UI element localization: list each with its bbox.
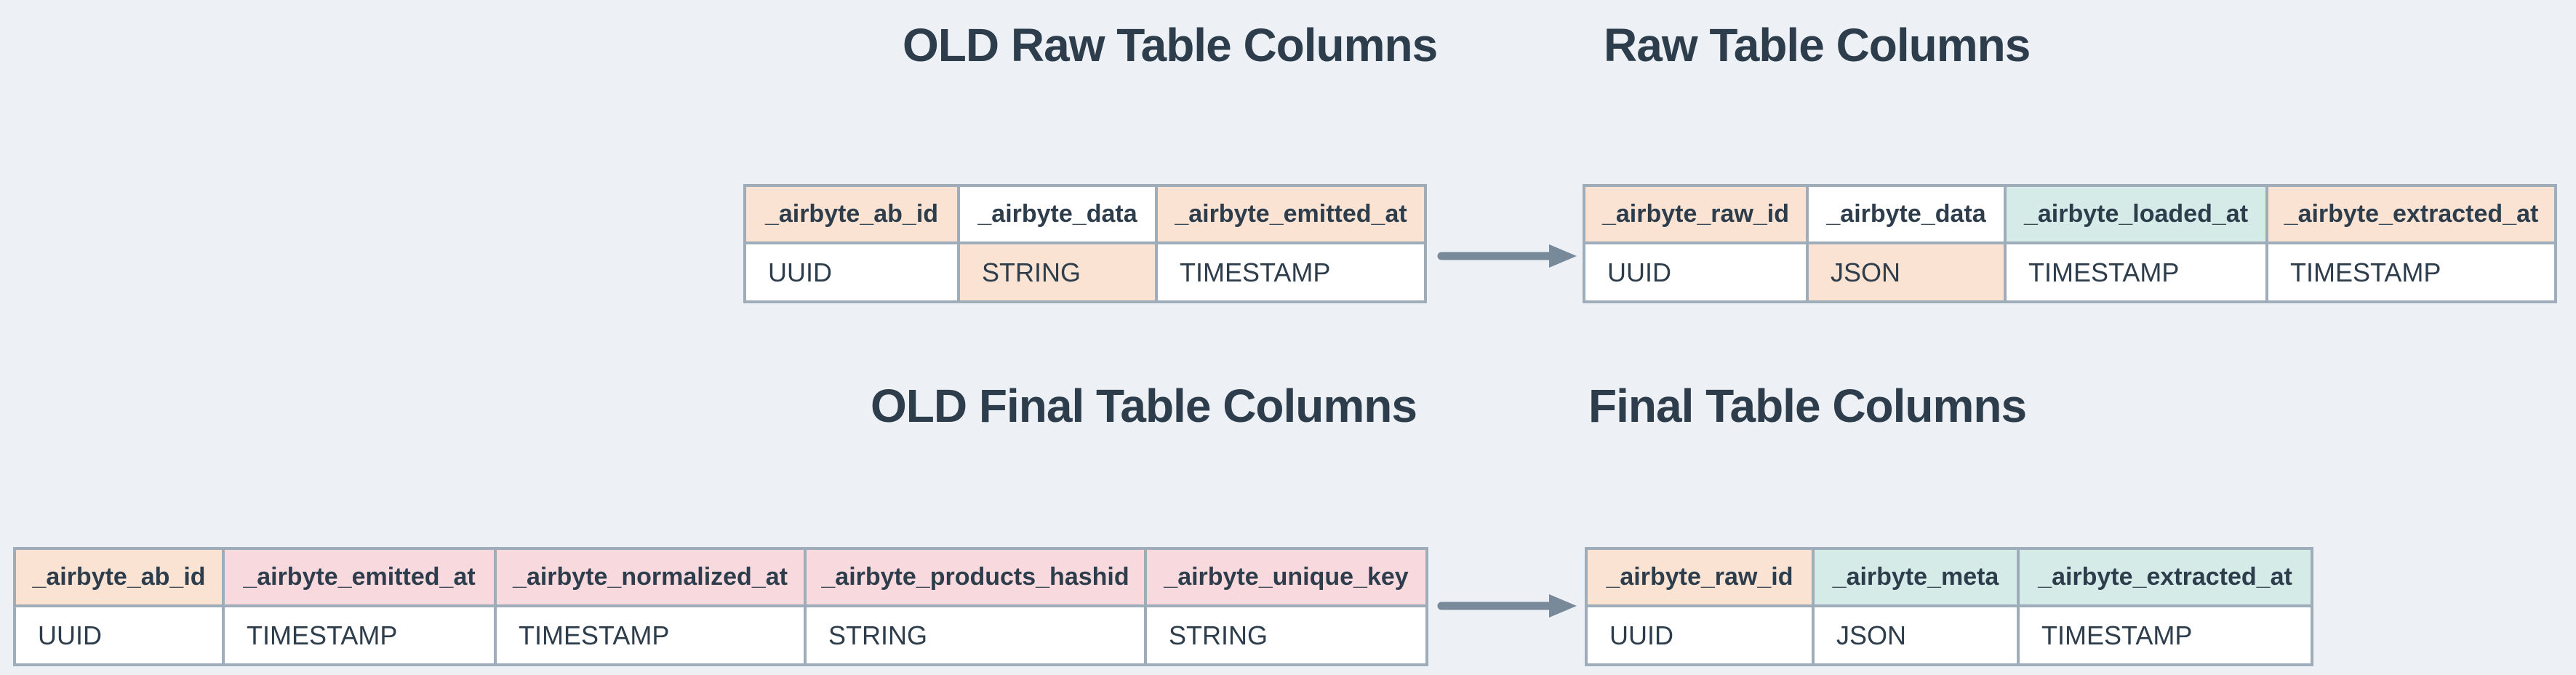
column-type-cell: UUID: [746, 244, 957, 300]
new-raw-table-title: Raw Table Columns: [1604, 19, 2031, 71]
column-type-cell: JSON: [1815, 607, 2017, 663]
column-name-cell: _airbyte_data: [960, 187, 1155, 241]
table-header-row: _airbyte_ab_id_airbyte_emitted_at_airbyt…: [16, 550, 1425, 604]
column-name-cell: _airbyte_extracted_at: [2268, 187, 2554, 241]
column-type-cell: STRING: [807, 607, 1144, 663]
column-name-cell: _airbyte_raw_id: [1588, 550, 1812, 604]
column-name-cell: _airbyte_normalized_at: [497, 550, 804, 604]
column-type-cell: UUID: [16, 607, 222, 663]
column-name-cell: _airbyte_meta: [1815, 550, 2017, 604]
table-header-row: _airbyte_raw_id_airbyte_data_airbyte_loa…: [1585, 187, 2554, 241]
column-name-cell: _airbyte_data: [1809, 187, 2004, 241]
column-type-cell: TIMESTAMP: [2268, 244, 2554, 300]
old-final-columns-table: _airbyte_ab_id_airbyte_emitted_at_airbyt…: [13, 547, 1428, 666]
column-name-cell: _airbyte_extracted_at: [2020, 550, 2311, 604]
new-final-columns-table: _airbyte_raw_id_airbyte_meta_airbyte_ext…: [1585, 547, 2313, 666]
new-final-table-title: Final Table Columns: [1588, 380, 2027, 432]
column-name-cell: _airbyte_emitted_at: [225, 550, 494, 604]
column-type-cell: STRING: [1147, 607, 1425, 663]
column-type-cell: TIMESTAMP: [497, 607, 804, 663]
new-raw-columns-table: _airbyte_raw_id_airbyte_data_airbyte_loa…: [1583, 184, 2557, 303]
column-type-cell: UUID: [1585, 244, 1806, 300]
column-name-cell: _airbyte_ab_id: [746, 187, 957, 241]
column-type-cell: TIMESTAMP: [2007, 244, 2265, 300]
column-name-cell: _airbyte_raw_id: [1585, 187, 1806, 241]
column-name-cell: _airbyte_loaded_at: [2007, 187, 2265, 241]
arrow-right-icon: [1437, 594, 1577, 618]
column-type-cell: JSON: [1809, 244, 2004, 300]
column-type-cell: TIMESTAMP: [2020, 607, 2311, 663]
table-header-row: _airbyte_raw_id_airbyte_meta_airbyte_ext…: [1588, 550, 2311, 604]
column-type-cell: STRING: [960, 244, 1155, 300]
old-raw-table-title: OLD Raw Table Columns: [903, 19, 1438, 71]
column-type-cell: TIMESTAMP: [225, 607, 494, 663]
arrow-right-icon: [1437, 244, 1577, 268]
column-name-cell: _airbyte_unique_key: [1147, 550, 1425, 604]
column-name-cell: _airbyte_emitted_at: [1158, 187, 1424, 241]
column-name-cell: _airbyte_products_hashid: [807, 550, 1144, 604]
old-final-table-title: OLD Final Table Columns: [871, 380, 1417, 432]
column-name-cell: _airbyte_ab_id: [16, 550, 222, 604]
column-type-cell: UUID: [1588, 607, 1812, 663]
table-header-row: _airbyte_ab_id_airbyte_data_airbyte_emit…: [746, 187, 1424, 241]
column-type-cell: TIMESTAMP: [1158, 244, 1424, 300]
old-raw-columns-table: _airbyte_ab_id_airbyte_data_airbyte_emit…: [743, 184, 1427, 303]
